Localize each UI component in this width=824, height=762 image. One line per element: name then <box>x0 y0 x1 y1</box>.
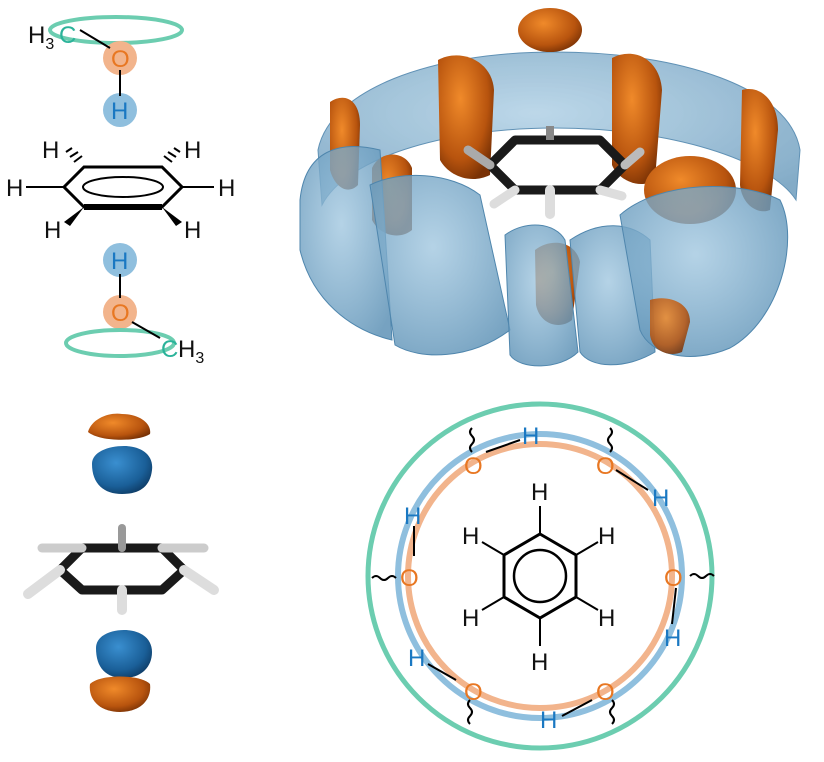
ring-oxygen-2: O <box>596 453 615 480</box>
hydrogen-highlight-bottom <box>103 243 137 277</box>
orange-lobe-back-right <box>612 53 662 185</box>
blue-blob-top <box>92 446 153 494</box>
ring-oxygen-4: O <box>596 679 615 706</box>
ring-oxygen-1: O <box>464 453 483 480</box>
blue-blob-bottom <box>96 630 152 678</box>
orange-o-ring <box>405 441 675 711</box>
ring-hydrogen-3: H <box>664 625 681 652</box>
benzene-h-right: H <box>218 175 235 202</box>
h3-label-top: H3 <box>28 22 54 53</box>
oxygen-label-bottom: O <box>111 300 130 327</box>
orange-lobe-far-right <box>740 89 778 212</box>
bond-o-h-5 <box>427 663 457 681</box>
ring-h-upper-left: H <box>462 523 479 550</box>
benzene-h-lower-left: H <box>44 217 61 244</box>
benzene-ring-outline <box>61 165 185 209</box>
ring-hydrogen-1: H <box>522 423 539 450</box>
benzene-h-left: H <box>6 175 23 202</box>
benzene-stub-lower-right <box>595 185 627 201</box>
methyl-wavy-1 <box>469 427 475 453</box>
ring-oxygen-5: O <box>464 679 483 706</box>
bond-ring-h-upper-left <box>481 541 505 556</box>
bond-o-h-3 <box>671 587 677 625</box>
methyl-wavy-2 <box>607 427 613 453</box>
hashed-bond-upper-right <box>163 147 181 163</box>
benzene-h-upper-left: H <box>42 137 59 164</box>
benzene-perspective: H H H H H H <box>6 137 235 244</box>
hydrogen-bond-network <box>371 427 715 725</box>
oxygen-highlight-bottom <box>103 295 137 329</box>
hydrogen-label-top: H <box>111 98 128 125</box>
methanol-bottom: H O C H3 <box>64 243 204 367</box>
benzene-stub-right <box>620 147 645 170</box>
wedge-bond-lower-right <box>162 207 182 226</box>
bond-o-h-2 <box>615 469 649 491</box>
hydrogen-highlight-top <box>103 93 137 127</box>
bond-c-o-top <box>79 29 111 49</box>
methyl-wavy-5 <box>467 699 473 725</box>
ring-oxygen-3: O <box>664 565 683 592</box>
bond-o-c-bottom <box>131 321 161 339</box>
carbon-label-top: C <box>59 22 76 49</box>
h3-label-bottom: H3 <box>178 336 204 367</box>
bond-o-h-4 <box>561 699 593 717</box>
orange-cap-top <box>88 413 151 440</box>
benzene-stick-model-center <box>463 126 645 219</box>
benzene-ring-sticks-side <box>55 543 189 595</box>
bond-ring-h-lower-left <box>481 596 505 611</box>
central-benzene: H H H H H H <box>462 479 615 676</box>
benzene-ring-sticks <box>485 135 630 195</box>
benzene-stub-left <box>463 145 495 170</box>
ring-h-upper-right: H <box>598 523 615 550</box>
methyl-wavy-6 <box>371 575 397 581</box>
oxygen-label-top: O <box>111 46 130 73</box>
benzene-stick-model-side <box>23 524 219 615</box>
ring-h-top: H <box>531 479 548 506</box>
blue-h-ring <box>395 431 685 721</box>
benzene-aromatic-ring <box>82 176 164 198</box>
panel-a-schematic: H3 C O H H H H H H H <box>6 15 235 367</box>
methyl-wavy-3 <box>689 573 715 579</box>
orange-lobe-back-left <box>438 55 494 180</box>
benzene-h-upper-right: H <box>184 137 201 164</box>
benzene-stub-lower-left <box>489 185 520 209</box>
bond-ring-h-upper-right <box>575 541 599 556</box>
methanol-top: H3 C O H <box>28 15 184 127</box>
methyl-wavy-4 <box>609 699 615 725</box>
front-blue-lobe-right <box>619 185 789 357</box>
ring-h-lower-right: H <box>598 605 615 632</box>
ring-hydrogen-4: H <box>540 707 557 734</box>
teal-ring-bottom <box>64 328 176 358</box>
panel-b-isosurface <box>299 8 801 367</box>
orange-lobe-front-right-low <box>650 298 690 355</box>
benzene-h-lower-right: H <box>184 217 201 244</box>
hydrogen-label-bottom: H <box>111 248 128 275</box>
panel-c-benzene-isosurface <box>23 413 219 712</box>
oxygen-highlight-top <box>103 41 137 75</box>
ring-hydrogen-6: H <box>404 503 421 530</box>
front-blue-lobe-left <box>299 146 393 341</box>
stub-lower-right <box>179 565 219 595</box>
bond-o-h-1 <box>485 439 521 453</box>
orange-lobe-top <box>518 8 582 52</box>
teal-outer-ring <box>365 401 715 751</box>
panel-d-ring-schematic: H H H H H H O O O O O O <box>365 401 715 751</box>
wedge-bond-lower-left <box>64 207 84 226</box>
hashed-bond-upper-left <box>65 147 83 163</box>
stub-lower-left <box>23 565 65 599</box>
orange-cap-bottom <box>89 676 151 712</box>
ring-h-lower-left: H <box>462 605 479 632</box>
ring-hydrogen-5: H <box>408 645 425 672</box>
ring-oxygen-6: O <box>400 565 419 592</box>
ring-h-bottom: H <box>531 649 548 676</box>
central-benzene-aromatic-circle <box>512 548 568 604</box>
front-blue-lobe-center <box>504 224 579 367</box>
carbon-label-bottom: C <box>161 336 178 363</box>
bond-ring-h-lower-right <box>575 596 599 611</box>
ring-hydrogen-2: H <box>652 485 669 512</box>
